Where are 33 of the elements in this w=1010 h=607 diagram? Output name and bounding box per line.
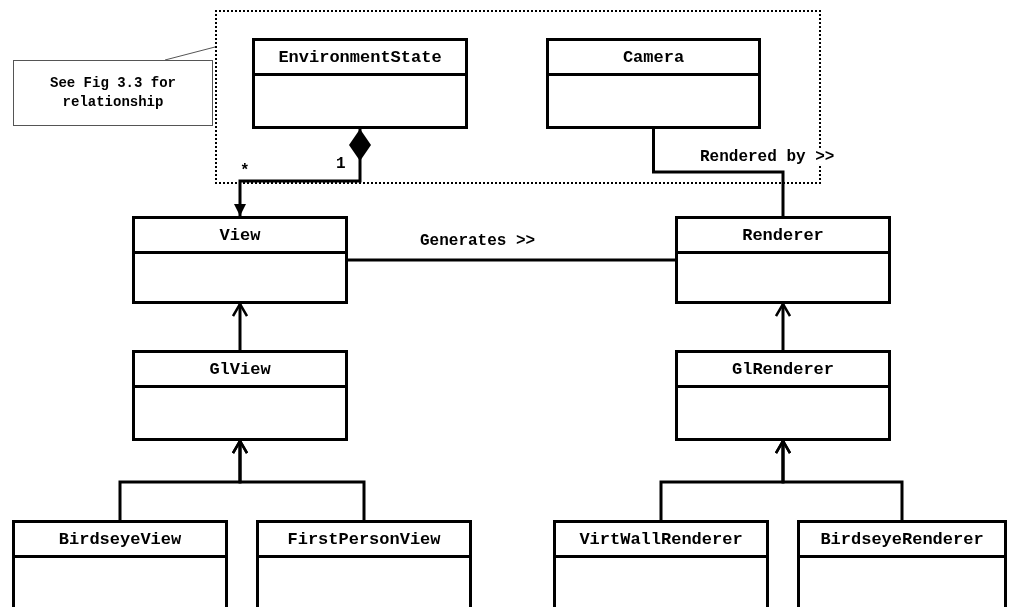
- inheritance-arrow: [774, 302, 792, 350]
- class-name: VirtWallRenderer: [579, 529, 743, 549]
- edge-label: Rendered by >>: [698, 148, 837, 166]
- class-box: [675, 350, 891, 441]
- inheritance-arrow: [774, 439, 904, 520]
- association-line: [348, 258, 675, 262]
- class-box: [546, 38, 761, 129]
- note-box: [13, 60, 213, 126]
- leader-line: [164, 46, 216, 61]
- composition-arrow: [234, 129, 371, 216]
- class-box: [12, 520, 228, 607]
- class-box: [675, 216, 891, 304]
- multiplicity-label: *: [240, 162, 250, 180]
- class-name: EnvironmentState: [278, 47, 442, 67]
- class-name: BirdseyeRenderer: [820, 529, 984, 549]
- class-box: [252, 38, 468, 129]
- class-name: Camera: [622, 47, 685, 67]
- note-text: See Fig 3.3 for relationship: [49, 74, 177, 112]
- class-box: [132, 216, 348, 304]
- class-box: [132, 350, 348, 441]
- multiplicity-label: 1: [336, 155, 346, 173]
- class-name: GlView: [209, 359, 271, 379]
- inheritance-arrow: [231, 302, 249, 350]
- association-line: [652, 129, 785, 216]
- class-name: BirdseyeView: [58, 529, 182, 549]
- class-box: [797, 520, 1007, 607]
- class-box: [256, 520, 472, 607]
- inheritance-arrow: [231, 439, 366, 520]
- class-box: [553, 520, 769, 607]
- class-name: View: [219, 225, 261, 245]
- class-name: FirstPersonView: [287, 529, 441, 549]
- class-name: GlRenderer: [732, 359, 834, 379]
- class-name: Renderer: [742, 225, 824, 245]
